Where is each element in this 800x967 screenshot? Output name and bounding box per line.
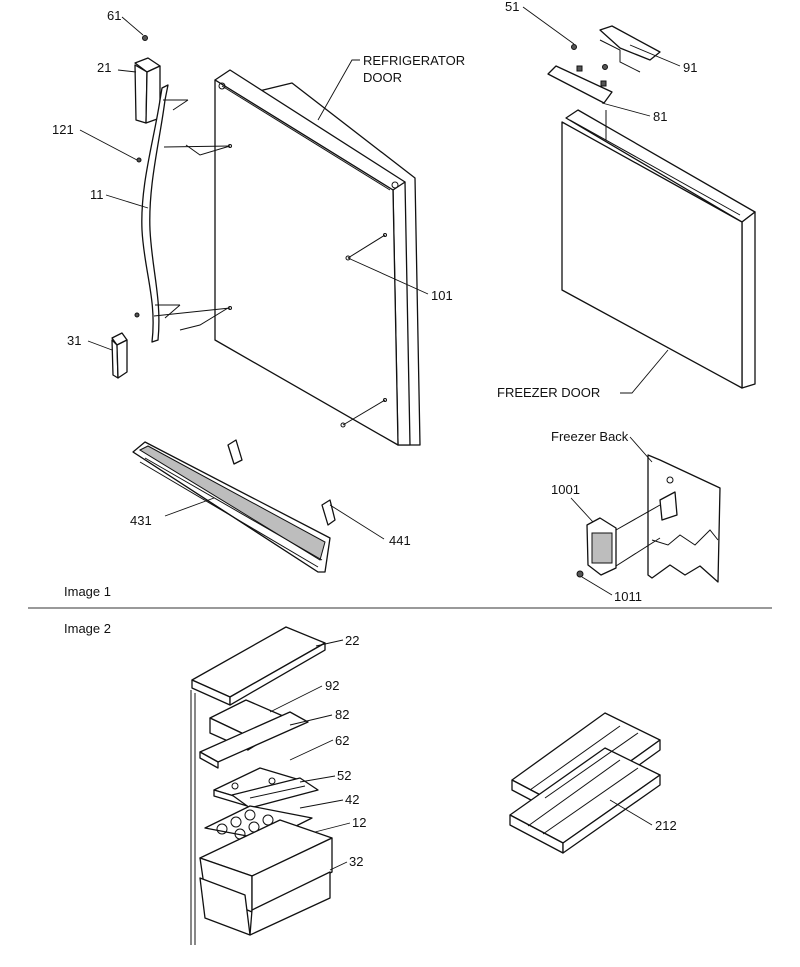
label-441: 441 [389, 533, 411, 548]
screw-51 [571, 44, 577, 50]
label-refrigerator-door-line2: DOOR [363, 70, 402, 85]
door-handle-assembly [111, 35, 231, 379]
label-121: 121 [52, 122, 74, 137]
label-42: 42 [345, 792, 359, 807]
hinge-81 [547, 65, 613, 104]
label-52: 52 [337, 768, 351, 783]
label-61: 61 [107, 8, 121, 23]
label-32: 32 [349, 854, 363, 869]
image-1-panel: 61 21 121 11 31 REFRIGERATOR DOOR 101 43… [52, 0, 756, 604]
freezer-back [576, 454, 721, 583]
label-82: 82 [335, 707, 349, 722]
label-freezer-back: Freezer Back [551, 429, 629, 444]
hinge-cover-91 [599, 25, 661, 61]
image-2-panel: Image 2 [64, 621, 677, 945]
clip-441-b [321, 499, 336, 526]
caption-image-1: Image 1 [64, 584, 111, 599]
freezer-door [561, 109, 756, 389]
label-92: 92 [325, 678, 339, 693]
caption-image-2: Image 2 [64, 621, 111, 636]
ice-tray-212 [509, 712, 661, 854]
label-81: 81 [653, 109, 667, 124]
refrigerator-door [214, 69, 421, 446]
label-431: 431 [130, 513, 152, 528]
screw-1011 [576, 570, 584, 578]
label-12: 12 [352, 815, 366, 830]
label-21: 21 [97, 60, 111, 75]
label-freezer-door: FREEZER DOOR [497, 385, 600, 400]
screw-61 [142, 35, 148, 41]
label-91: 91 [683, 60, 697, 75]
label-22: 22 [345, 633, 359, 648]
label-51: 51 [505, 0, 519, 14]
label-212: 212 [655, 818, 677, 833]
kickplate-grille [132, 439, 336, 573]
label-62: 62 [335, 733, 349, 748]
label-31: 31 [67, 333, 81, 348]
label-1001: 1001 [551, 482, 580, 497]
ice-maker-assembly [190, 626, 333, 945]
door-handle-11 [141, 84, 169, 343]
label-1011: 1011 [614, 589, 642, 604]
clip-441-a [227, 439, 243, 465]
label-11: 11 [90, 187, 104, 202]
label-101: 101 [431, 288, 453, 303]
screw-121 [136, 157, 142, 163]
label-refrigerator-door-line1: REFRIGERATOR [363, 53, 465, 68]
